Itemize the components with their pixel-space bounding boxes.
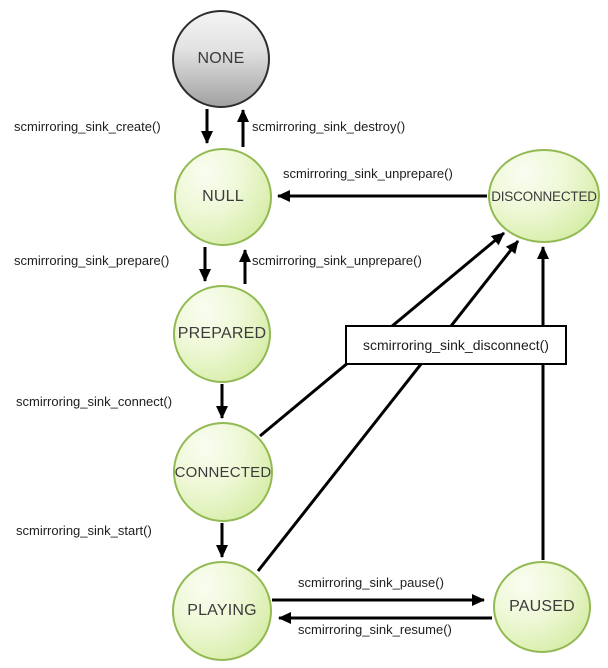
transition-label-resume: scmirroring_sink_resume() [298, 622, 452, 637]
state-null-label: NULL [202, 188, 244, 205]
transition-label-disconnect-box: scmirroring_sink_disconnect() [345, 325, 567, 365]
state-paused-label: PAUSED [509, 598, 575, 615]
state-connected-label: CONNECTED [174, 463, 272, 481]
transition-label-disconnect: scmirroring_sink_disconnect() [363, 337, 549, 353]
transition-label-create: scmirroring_sink_create() [14, 119, 161, 134]
state-prepared-label: PREPARED [177, 325, 267, 342]
transition-label-connect: scmirroring_sink_connect() [16, 394, 173, 409]
state-prepared: PREPARED [173, 285, 271, 383]
state-paused: PAUSED [493, 561, 591, 653]
state-connected: CONNECTED [173, 422, 273, 522]
state-none: NONE [172, 10, 270, 108]
state-playing-label: PLAYING [187, 602, 257, 619]
transition-label-destroy: scmirroring_sink_destroy() [252, 119, 406, 134]
transition-label-prepare: scmirroring_sink_prepare() [14, 253, 170, 268]
state-disconnected: DISCONNECTED [488, 149, 600, 243]
transition-label-pause: scmirroring_sink_pause() [298, 575, 444, 590]
state-playing: PLAYING [172, 561, 272, 661]
transition-label-unprepare-from-disconnected: scmirroring_sink_unprepare() [283, 166, 453, 181]
arrow-disconnect-from-playing [256, 240, 520, 572]
transition-label-unprepare-from-prepared: scmirroring_sink_unprepare() [252, 253, 422, 268]
state-none-label: NONE [197, 50, 245, 67]
state-null: NULL [174, 148, 272, 246]
state-disconnected-label: DISCONNECTED [491, 188, 597, 204]
transition-label-start: scmirroring_sink_start() [16, 523, 152, 538]
